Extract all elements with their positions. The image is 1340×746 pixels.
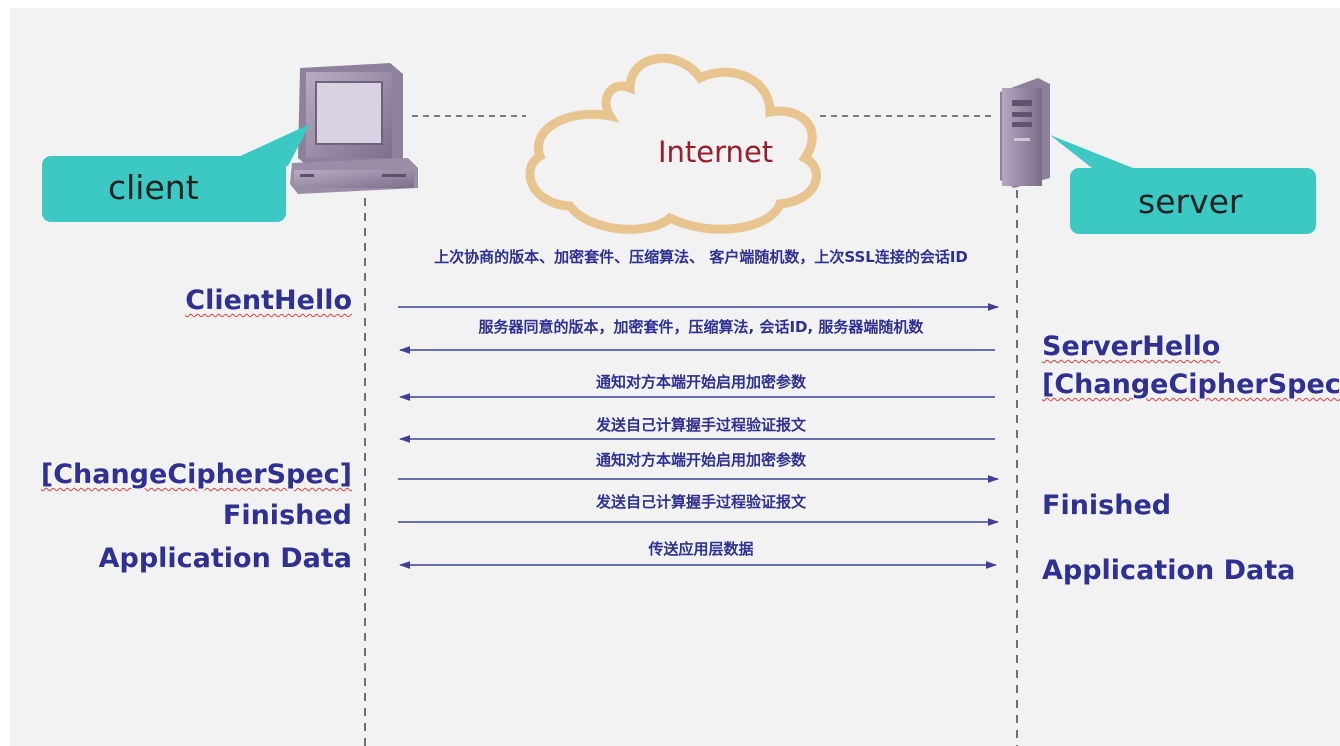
server-icon: [1000, 78, 1050, 188]
message-client-finished: 发送自己计算握手过程验证报文: [595, 493, 806, 511]
internet-cloud-icon: [525, 53, 821, 234]
internet-label: Internet: [658, 135, 774, 169]
server-phase-change-cipher-spec: [ChangeCipherSpec: [1042, 369, 1340, 400]
server-label: server: [1138, 182, 1243, 221]
client-computer-icon: [290, 63, 418, 194]
client-phase-finished: Finished: [222, 500, 352, 531]
message-server-hello: 服务器同意的版本，加密套件，压缩算法, 会话ID, 服务器端随机数: [478, 318, 924, 336]
message-server-finished: 发送自己计算握手过程验证报文: [595, 416, 806, 434]
message-client-change-cipher: 通知对方本端开始启用加密参数: [595, 451, 806, 469]
handshake-diagram: [42, 53, 1316, 746]
client-phase-change-cipher-spec: [ChangeCipherSpec]: [40, 459, 352, 490]
message-application-data: 传送应用层数据: [648, 540, 754, 558]
client-callout: [42, 124, 310, 222]
slide-canvas: client server Internet 上次协商的版本、加密套件、压缩算法…: [10, 8, 1340, 746]
server-phase-application-data: Application Data: [1042, 555, 1296, 586]
server-callout: [1050, 135, 1316, 234]
message-server-change-cipher: 通知对方本端开始启用加密参数: [595, 373, 806, 391]
server-phase-finished: Finished: [1042, 490, 1172, 521]
client-phase-client-hello: ClientHello: [185, 285, 352, 316]
client-label: client: [108, 168, 199, 207]
client-phase-application-data: Application Data: [98, 543, 352, 574]
server-phase-server-hello: ServerHello: [1042, 331, 1221, 362]
message-client-hello: 上次协商的版本、加密套件、压缩算法、 客户端随机数，上次SSL连接的会话ID: [434, 248, 968, 266]
